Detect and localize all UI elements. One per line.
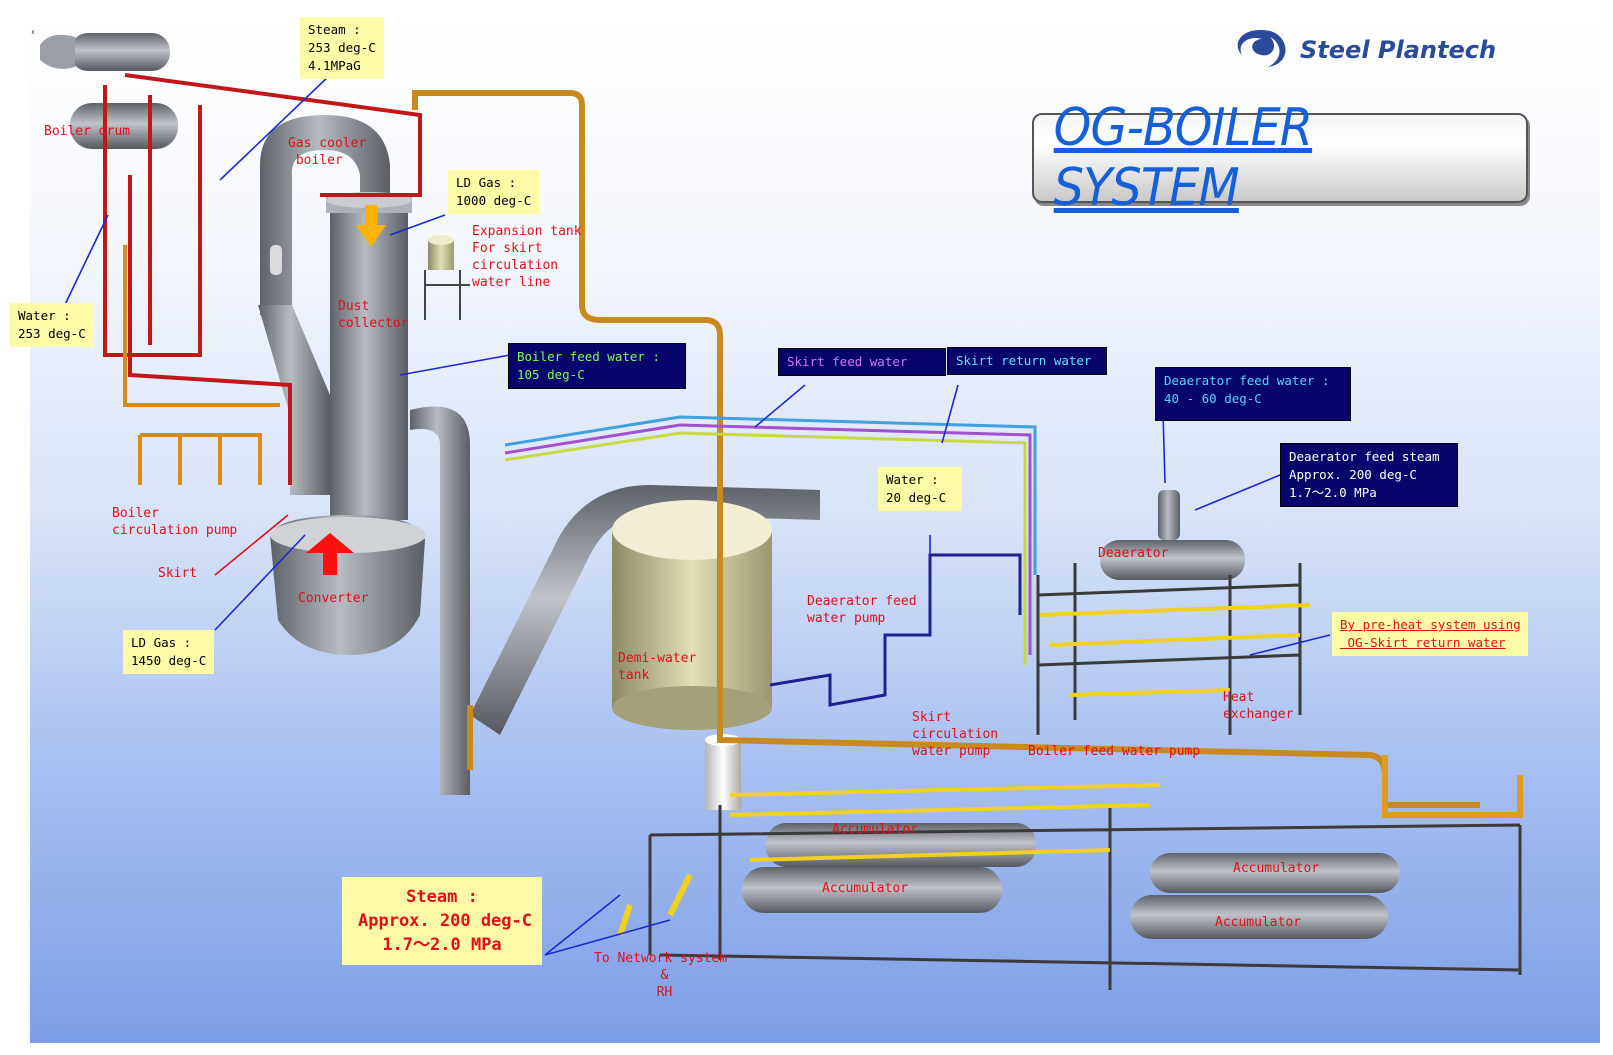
label-accumulator-2: Accumulator [822, 881, 909, 896]
steam-separator-drum [40, 33, 170, 71]
label-gas-cooler-boiler: Gas cooler boiler [288, 136, 367, 168]
ld-gas-top-callout: LD Gas : 1000 deg-C [448, 170, 540, 214]
label-to-network-system: To Network system & RH [594, 951, 728, 1000]
preheat-text: By pre-heat system using OG-Skirt return… [1340, 617, 1521, 650]
deaerator-shape [1100, 490, 1245, 580]
label-skirt-circulation-water-pump: Skirt circulation water pump [912, 710, 999, 759]
steam-drum-callout: Steam : 253 deg-C 4.1MPaG [300, 17, 384, 79]
label-accumulator-1: Accumulator [832, 822, 919, 837]
deaerator-feed-water-callout: Deaerator feed water : 40 - 60 deg-C [1155, 367, 1351, 421]
water-20-callout: Water : 20 deg-C [878, 467, 962, 511]
skirt-return-water-callout: Skirt return water [947, 347, 1107, 375]
skirt-return-pipe [504, 415, 1037, 575]
green-feed-pipe [504, 431, 1027, 665]
deaerator-feed-pipe [769, 553, 1022, 707]
label-boiler-drum: Boiler drum [44, 124, 131, 139]
ld-gas-flow-arrow-up [306, 533, 354, 575]
plant-scene [40, 33, 1523, 990]
feed-water-pipes [729, 603, 1311, 862]
label-demi-water-tank: Demi-water tank [618, 651, 697, 683]
accumulator-steam-pipe [1382, 755, 1523, 818]
converter-shape [270, 515, 426, 655]
skirt-feed-water-callout: Skirt feed water [778, 348, 946, 376]
network-steam-pipes [617, 873, 693, 936]
corner-mark: ‹ [30, 27, 37, 38]
expansion-tank-shape [424, 235, 470, 320]
main-steam-pipe [412, 90, 1480, 808]
off-gas-duct [410, 406, 820, 795]
boiler-circulation-pipes [103, 73, 422, 485]
ld-gas-flow-arrow-down [356, 205, 386, 247]
vertical-tank-shape [705, 734, 741, 810]
title-panel: OG-BOILER SYSTEM [1032, 98, 1528, 218]
accumulator-frame [648, 805, 1522, 990]
label-expansion-tank: Expansion tank For skirt circulation wat… [472, 224, 582, 290]
label-deaerator-feed-water-pump: Deaerator feed water pump [807, 594, 917, 626]
preheat-callout: By pre-heat system using OG-Skirt return… [1332, 612, 1528, 656]
label-deaerator: Deaerator [1098, 546, 1169, 561]
label-accumulator-4: Accumulator [1215, 915, 1302, 930]
diagram-canvas: Steel Plantech OG-BOILER SYSTEM ‹ Steam … [10, 15, 1600, 1043]
label-dust-collector: Dust collector [338, 299, 409, 331]
label-boiler-feed-water-pump: Boiler feed water pump [1028, 744, 1201, 759]
demi-water-tank-shape [612, 500, 772, 730]
label-converter: Converter [298, 591, 369, 606]
skirt-leader [214, 514, 289, 576]
label-skirt: Skirt [158, 566, 198, 581]
water-253-callout: Water : 253 deg-C [10, 303, 94, 347]
callout-leaders [59, 74, 1331, 956]
label-accumulator-3: Accumulator [1233, 861, 1320, 876]
page-title: OG-BOILER SYSTEM [1053, 98, 1313, 218]
brand-logo: Steel Plantech [1228, 25, 1496, 75]
swirl-logo-icon [1237, 30, 1286, 67]
ld-gas-bottom-callout: LD Gas : 1450 deg-C [123, 630, 215, 674]
label-heat-exchanger: Heat exchanger [1223, 690, 1294, 722]
gas-cooler-boiler-shape [258, 115, 390, 495]
boiler-feed-water-callout: Boiler feed water : 105 deg-C [508, 343, 686, 389]
steam-network-callout: Steam : Approx. 200 deg-C 1.7～2.0 MPa [342, 877, 542, 965]
brand-name: Steel Plantech [1300, 36, 1497, 64]
skirt-feed-pipe [504, 423, 1032, 655]
label-boiler-circulation-pump: Boiler circulation pump [112, 506, 238, 538]
pump-manifold-pipes [123, 245, 280, 485]
deaerator-frame [1036, 563, 1302, 735]
deaerator-feed-steam-callout: Deaerator feed steam Approx. 200 deg-C 1… [1280, 443, 1458, 507]
